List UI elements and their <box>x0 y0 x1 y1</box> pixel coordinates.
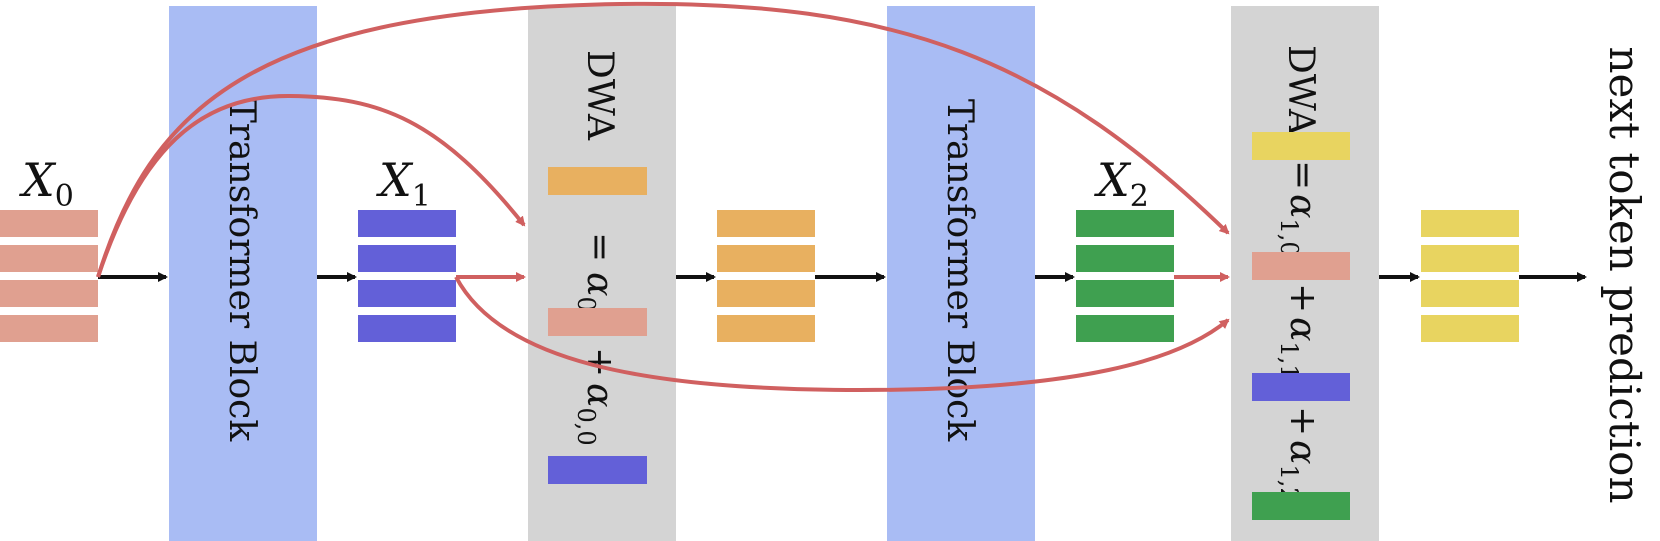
dwa-block-1 <box>528 6 676 541</box>
dwa1-equals-alpha01: =α0,1 <box>572 232 620 335</box>
x1-label: X1 <box>376 153 431 214</box>
dwa1-term-x1 <box>548 456 647 484</box>
dwa2-term-x2 <box>1252 492 1350 520</box>
transformer-block-2 <box>887 6 1035 541</box>
red-arrow-x1-to-dwa2 <box>454 276 1230 393</box>
dwa-block-1-label: DWA <box>579 50 620 141</box>
x2-label: X2 <box>1094 153 1149 214</box>
dwa2-equals-alpha10: =α1,0 <box>1275 160 1323 257</box>
x0-label: X0 <box>19 153 74 214</box>
dwa1-output-stack <box>717 210 815 342</box>
x2-token-stack <box>1076 210 1174 342</box>
red-arrow-x0-to-dwa2 <box>96 1 1230 278</box>
dwa1-term-output <box>548 167 647 195</box>
dwa1-term-x0 <box>548 308 647 336</box>
dwa2-term-x0 <box>1252 252 1350 280</box>
x0-token-stack <box>0 210 98 342</box>
x1-token-stack <box>358 210 456 342</box>
dwa2-output-stack <box>1421 210 1519 342</box>
dwa2-plus-alpha12: +α1,2 <box>1275 406 1323 503</box>
transformer-block-1-label: Transformer Block <box>221 99 262 442</box>
dwa2-term-output <box>1252 132 1350 160</box>
dwa-block-2-label: DWA <box>1280 45 1321 136</box>
red-arrow-x0-to-dwa1 <box>96 93 526 278</box>
next-token-prediction-label: next token prediction <box>1600 47 1649 504</box>
transformer-block-2-label: Transformer Block <box>939 99 980 442</box>
dwa2-term-x1 <box>1252 373 1350 401</box>
